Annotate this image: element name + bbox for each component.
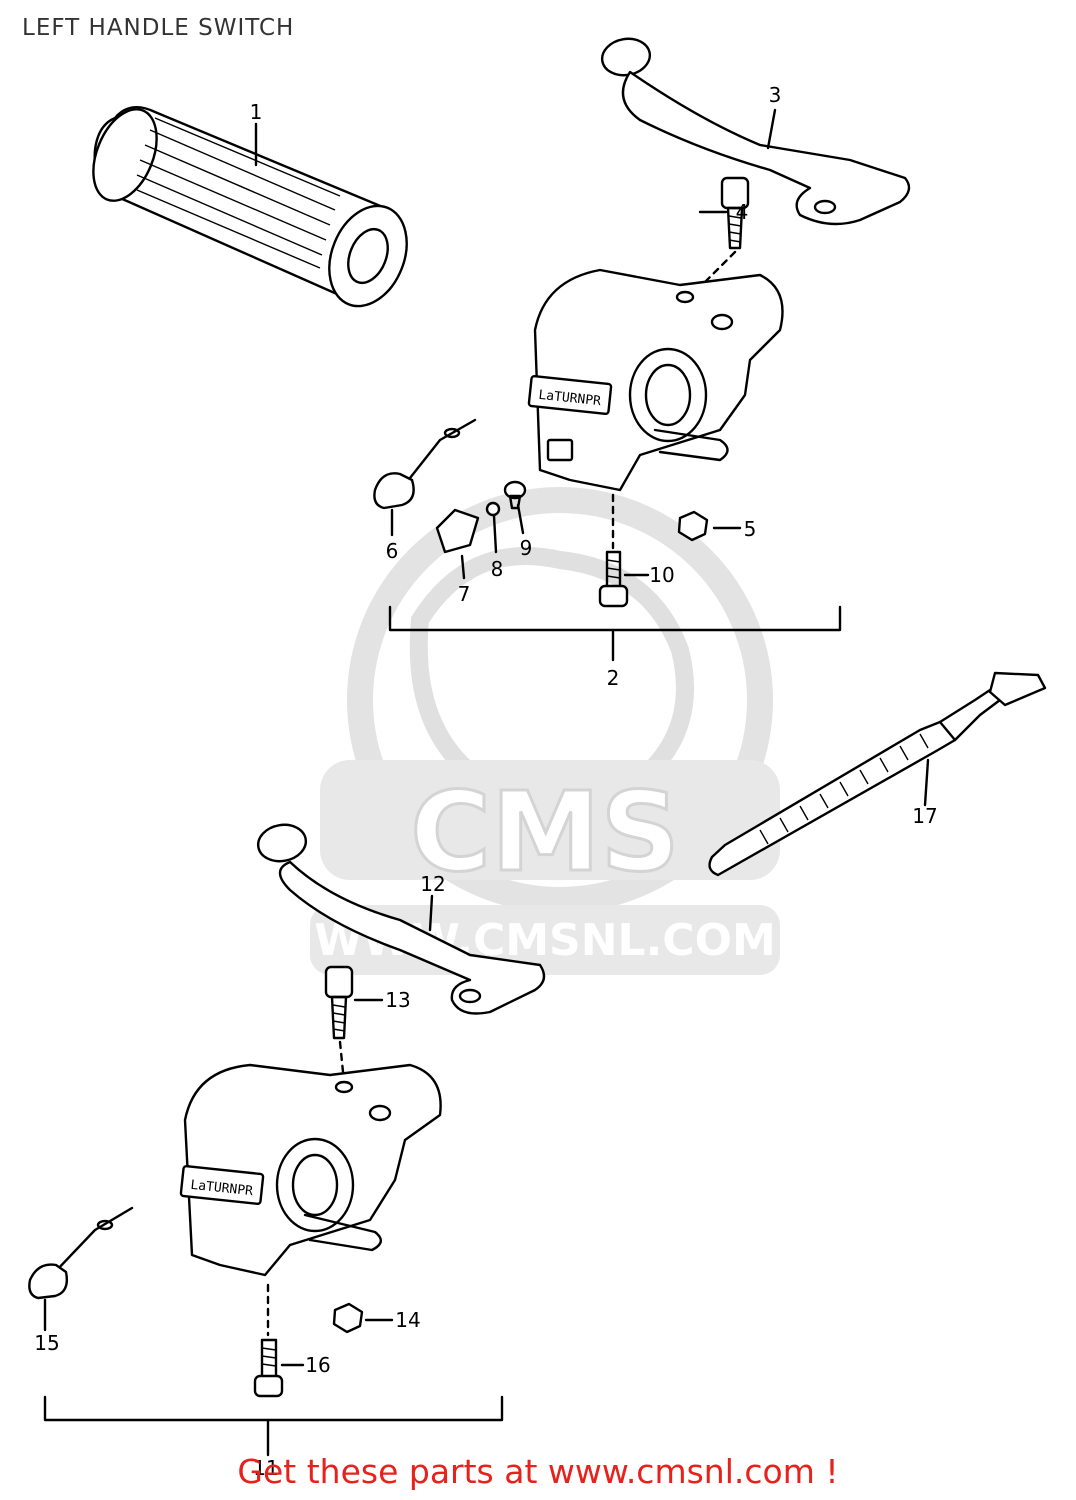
part-1-grip	[92, 106, 408, 308]
callout-1: 1	[250, 100, 263, 124]
part-5-nut	[677, 510, 709, 542]
part-10-screw	[598, 493, 629, 608]
switch-label-lower: LaTURNPR	[190, 1178, 254, 1199]
bracket-group-11	[43, 1395, 504, 1457]
callout-12: 12	[420, 872, 445, 896]
part-14-nut	[332, 1302, 364, 1334]
callout-4: 4	[736, 200, 749, 224]
callout-5: 5	[744, 517, 757, 541]
callout-11: 11	[253, 1456, 278, 1480]
footer-promo-link[interactable]: Get these parts at www.cmsnl.com !	[237, 1452, 839, 1491]
part-15-knob	[28, 1206, 134, 1300]
part-4-screw	[685, 176, 750, 302]
part-6-knob	[373, 418, 477, 510]
part-8-ring	[485, 501, 501, 517]
part-12-lever	[256, 823, 546, 1015]
callout-2: 2	[607, 666, 620, 690]
switch-label: LaTURNPR	[538, 388, 602, 409]
callout-17: 17	[912, 804, 937, 828]
bracket-group-2	[388, 605, 842, 662]
part-7-button	[435, 508, 480, 554]
callout-labels: 1 2 3 4 5 6 7 8 9 10 11 12 13 14 15 16 1…	[34, 83, 937, 1480]
part-17-cable-tie	[708, 671, 1047, 877]
cms-watermark: CMS WWW.CMSNL.COM	[310, 487, 780, 975]
callout-13: 13	[385, 988, 410, 1012]
part-16-screw	[253, 1283, 284, 1398]
callout-16: 16	[305, 1353, 330, 1377]
callout-14: 14	[395, 1308, 420, 1332]
part-3-lever	[600, 37, 911, 226]
callout-15: 15	[34, 1331, 59, 1355]
watermark-brand: CMS	[410, 768, 679, 896]
callout-10: 10	[649, 563, 674, 587]
part-2-switch-housing: LaTURNPR	[527, 268, 784, 492]
callout-9: 9	[520, 536, 533, 560]
part-11-switch-housing: LaTURNPR	[179, 1063, 442, 1277]
callout-3: 3	[769, 83, 782, 107]
part-13-screw	[324, 965, 354, 1084]
page-title: LEFT HANDLE SWITCH	[22, 15, 295, 41]
callout-7: 7	[458, 582, 471, 606]
callout-6: 6	[386, 539, 399, 563]
leader-lines	[43, 108, 930, 1367]
callout-8: 8	[491, 557, 504, 581]
